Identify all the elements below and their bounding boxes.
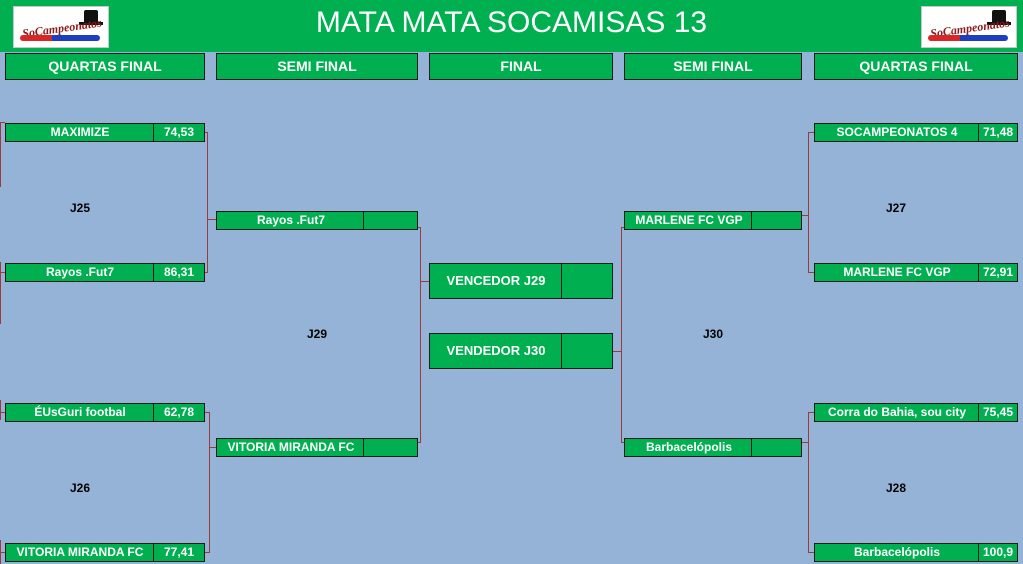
bracket-line: [808, 552, 814, 553]
bracket-line: [621, 227, 622, 443]
finalist-slot-1: VENCEDOR J29: [429, 263, 613, 299]
team-slot-rs2: Barbacelópolis: [624, 438, 802, 457]
top-hat-icon: [79, 10, 103, 25]
team-name: Corra do Bahia, sou city: [827, 405, 967, 419]
team-score: [363, 212, 417, 229]
team-name: MAXIMIZE: [50, 125, 110, 139]
bracket-line: [209, 447, 216, 448]
team-name: SOCAMPEONATOS 4: [836, 125, 958, 139]
bracket-line: [420, 227, 421, 443]
team-score: 74,53: [153, 124, 204, 141]
bracket-line: [621, 442, 624, 443]
bracket-line: [0, 262, 1, 324]
bracket-line: [0, 272, 5, 273]
team-score: [363, 439, 417, 456]
bracket-line: [207, 132, 208, 273]
team-score: 72,91: [978, 264, 1017, 281]
team-slot-lq1: MAXIMIZE 74,53: [5, 123, 205, 142]
team-score: 62,78: [153, 404, 204, 421]
match-label-j30: J30: [703, 327, 724, 341]
team-name: Rayos .Fut7: [45, 265, 114, 279]
team-name: MARLENE FC VGP: [635, 213, 743, 227]
bracket-line: [613, 351, 622, 352]
team-name: VENCEDOR J29: [446, 273, 546, 288]
team-name: VITORIA MIRANDA FC: [16, 545, 144, 559]
bracket-line: [0, 552, 5, 553]
bracket-line: [802, 215, 809, 216]
logo-right: SoCampeonatos: [921, 6, 1017, 48]
bracket-line: [0, 400, 1, 420]
team-score: 86,31: [153, 264, 204, 281]
team-name: Rayos .Fut7: [256, 213, 325, 227]
bracket-line: [808, 412, 814, 413]
team-slot-lq3: ÉUsGuri footbal 62,78: [5, 403, 205, 422]
team-name: Barbacelópolis: [853, 545, 941, 559]
col-header-left-quarters: QUARTAS FINAL: [5, 53, 205, 80]
header-bar: [0, 0, 1023, 52]
top-hat-icon: [987, 10, 1011, 25]
swoosh-icon: [928, 35, 1008, 41]
bracket-line: [205, 412, 210, 413]
team-slot-lq4: VITORIA MIRANDA FC 77,41: [5, 543, 205, 562]
col-header-right-quarters: QUARTAS FINAL: [814, 53, 1018, 80]
bracket-line: [808, 132, 814, 133]
page-title: MATA MATA SOCAMISAS 13: [315, 6, 708, 39]
team-name: MARLENE FC VGP: [843, 265, 951, 279]
bracket-line: [420, 281, 429, 282]
team-name: ÉUsGuri footbal: [34, 405, 126, 419]
bracket-line: [209, 412, 210, 553]
bracket-line: [808, 272, 814, 273]
logo-left: SoCampeonatos: [13, 6, 109, 48]
team-score: [561, 334, 612, 368]
team-score: [751, 212, 801, 229]
bracket-line: [808, 412, 809, 553]
team-slot-rq4: Barbacelópolis 100,9: [814, 543, 1018, 562]
bracket-line: [0, 122, 1, 187]
team-slot-rs1: MARLENE FC VGP: [624, 211, 802, 230]
bracket-line: [207, 219, 216, 220]
bracket-line: [0, 122, 5, 123]
match-label-j25: J25: [70, 201, 91, 215]
col-header-final: FINAL: [429, 53, 613, 80]
team-name: VITORIA MIRANDA FC: [227, 440, 355, 454]
col-header-right-semis: SEMI FINAL: [624, 53, 802, 80]
col-header-left-semis: SEMI FINAL: [216, 53, 418, 80]
bracket-line: [621, 227, 624, 228]
bracket-line: [418, 227, 421, 228]
team-score: 77,41: [153, 544, 204, 561]
match-label-j27: J27: [886, 201, 907, 215]
team-slot-ls2: VITORIA MIRANDA FC: [216, 438, 418, 457]
bracket-line: [802, 442, 809, 443]
bracket-line: [808, 132, 809, 273]
bracket-line: [205, 272, 208, 273]
match-label-j28: J28: [886, 481, 907, 495]
team-slot-rq2: MARLENE FC VGP 72,91: [814, 263, 1018, 282]
team-name: Barbacelópolis: [645, 440, 733, 454]
team-slot-ls1: Rayos .Fut7: [216, 211, 418, 230]
bracket-line: [418, 442, 421, 443]
finalist-slot-2: VENDEDOR J30: [429, 333, 613, 369]
team-slot-rq3: Corra do Bahia, sou city 75,45: [814, 403, 1018, 422]
team-score: [751, 439, 801, 456]
team-slot-rq1: SOCAMPEONATOS 4 71,48: [814, 123, 1018, 142]
team-score: 75,45: [978, 404, 1017, 421]
team-name: VENDEDOR J30: [446, 343, 546, 358]
match-label-j29: J29: [307, 327, 328, 341]
swoosh-icon: [20, 35, 100, 41]
team-score: 100,9: [978, 544, 1017, 561]
team-score: [561, 264, 612, 298]
team-score: 71,48: [978, 124, 1017, 141]
bracket-line: [205, 552, 210, 553]
match-label-j26: J26: [70, 481, 91, 495]
bracket-line: [205, 132, 208, 133]
team-slot-lq2: Rayos .Fut7 86,31: [5, 263, 205, 282]
bracket-line: [0, 412, 5, 413]
